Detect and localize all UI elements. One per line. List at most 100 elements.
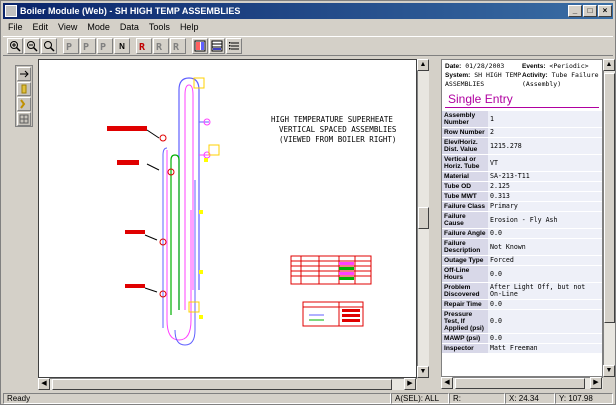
field-value[interactable]: Not Known — [488, 239, 602, 255]
menu-data[interactable]: Data — [119, 22, 139, 32]
p3-tool-button[interactable]: P — [97, 38, 113, 54]
scroll-thumb[interactable] — [604, 73, 615, 323]
tube-inner-blue[interactable] — [162, 147, 168, 328]
scroll-thumb[interactable] — [418, 207, 429, 229]
menu-view[interactable]: View — [58, 22, 78, 32]
grid-tool-button[interactable] — [17, 112, 31, 126]
scroll-right-button[interactable]: ▶ — [404, 378, 416, 390]
bend-tool-button[interactable] — [17, 97, 31, 111]
tag-dot[interactable] — [199, 270, 203, 274]
field-value[interactable]: 0.0 — [488, 334, 602, 343]
scroll-down-button[interactable]: ▼ — [417, 366, 429, 378]
field-value[interactable]: 0.0 — [488, 266, 602, 282]
field-value[interactable]: 0.0 — [488, 300, 602, 309]
tube-outer-blue[interactable] — [178, 77, 200, 310]
field-value[interactable]: Forced — [488, 256, 602, 265]
weld-marker[interactable] — [203, 118, 211, 126]
legend-table[interactable] — [290, 255, 372, 285]
field-value[interactable]: 1215.278 — [488, 138, 602, 154]
field-value[interactable]: SA-213-T11 — [488, 172, 602, 181]
panel-vertical-scrollbar[interactable]: ▲ ▼ — [603, 59, 615, 377]
tube-outer-magenta[interactable] — [184, 84, 194, 310]
field-value[interactable]: 2 — [488, 128, 602, 137]
field-value[interactable]: 2.125 — [488, 182, 602, 191]
zoom-fit-button[interactable] — [41, 38, 57, 54]
failure-marker[interactable] — [159, 290, 167, 298]
maximize-button[interactable]: □ — [583, 5, 597, 17]
field-row[interactable]: MAWP (psi)0.0 — [442, 334, 602, 343]
close-button[interactable]: × — [598, 5, 612, 17]
tube-loop-blue[interactable] — [174, 180, 196, 346]
callout-label[interactable] — [117, 160, 139, 165]
canvas-vertical-scrollbar[interactable]: ▲ ▼ — [417, 59, 429, 378]
n-tool-button[interactable]: N — [114, 38, 130, 54]
scroll-left-button[interactable]: ◀ — [38, 378, 50, 390]
scroll-right-button[interactable]: ▶ — [590, 377, 602, 389]
failure-marker[interactable] — [167, 168, 175, 176]
menu-tools[interactable]: Tools — [148, 22, 170, 32]
zoom-out-button[interactable] — [24, 38, 40, 54]
field-value[interactable]: 1 — [488, 111, 602, 127]
callout-label[interactable] — [107, 126, 147, 131]
assembly-drawing[interactable]: HIGH TEMPERATURE SUPERHEATE VERTICAL SPA… — [39, 60, 418, 379]
r1-tool-button[interactable]: R — [136, 38, 152, 54]
field-value[interactable]: Erosion - Fly Ash — [488, 212, 602, 228]
list-view-button[interactable] — [226, 38, 242, 54]
menu-file[interactable]: File — [8, 22, 23, 32]
table-view-button[interactable] — [209, 38, 225, 54]
tube-inner-green[interactable] — [170, 154, 180, 315]
field-value[interactable]: Primary — [488, 202, 602, 211]
drawing-view-button[interactable] — [192, 38, 208, 54]
field-value[interactable]: 0.0 — [488, 229, 602, 238]
field-value[interactable]: Matt Freeman — [488, 344, 602, 353]
r2-tool-button[interactable]: R — [153, 38, 169, 54]
p1-tool-button[interactable]: P — [63, 38, 79, 54]
scroll-down-button[interactable]: ▼ — [603, 365, 615, 377]
scroll-up-button[interactable]: ▲ — [603, 59, 615, 71]
failure-marker[interactable] — [159, 134, 167, 142]
callout-label[interactable] — [125, 284, 145, 288]
tag-box[interactable] — [188, 301, 200, 313]
field-value[interactable]: After Light Off, but not On-Line — [488, 283, 602, 299]
canvas-horizontal-scrollbar[interactable]: ◀ ▶ — [38, 378, 417, 390]
tag-dot[interactable] — [204, 158, 208, 162]
material-legend-table[interactable] — [302, 301, 364, 327]
title-bar[interactable]: Boiler Module (Web) - SH HIGH TEMP ASSEM… — [3, 3, 613, 19]
field-value[interactable]: 0.0 — [488, 310, 602, 333]
tag-dot[interactable] — [199, 315, 203, 319]
failure-marker[interactable] — [159, 238, 167, 246]
tag-dot[interactable] — [199, 210, 203, 214]
panel-horizontal-scrollbar[interactable]: ◀ ▶ — [441, 377, 603, 389]
p2-tool-button[interactable]: P — [80, 38, 96, 54]
menu-mode[interactable]: Mode — [87, 22, 110, 32]
scroll-up-button[interactable]: ▲ — [417, 59, 429, 71]
r3-tool-button[interactable]: R — [170, 38, 186, 54]
tag-box[interactable] — [193, 77, 205, 89]
scroll-left-button[interactable]: ◀ — [441, 377, 453, 389]
field-value[interactable]: VT — [488, 155, 602, 171]
callout-label[interactable] — [125, 230, 145, 234]
drawing-canvas[interactable]: HIGH TEMPERATURE SUPERHEATE VERTICAL SPA… — [38, 59, 417, 378]
pane-splitter[interactable] — [429, 59, 441, 390]
scroll-thumb[interactable] — [455, 378, 585, 389]
zoom-in-button[interactable] — [7, 38, 23, 54]
select-tool-button[interactable] — [17, 67, 31, 81]
menu-edit[interactable]: Edit — [32, 22, 49, 32]
tube-inner-magenta[interactable] — [166, 150, 192, 341]
field-row[interactable]: Pressure Test, If Applied (psi)0.0 — [442, 310, 602, 333]
menu-help[interactable]: Help — [179, 22, 199, 32]
